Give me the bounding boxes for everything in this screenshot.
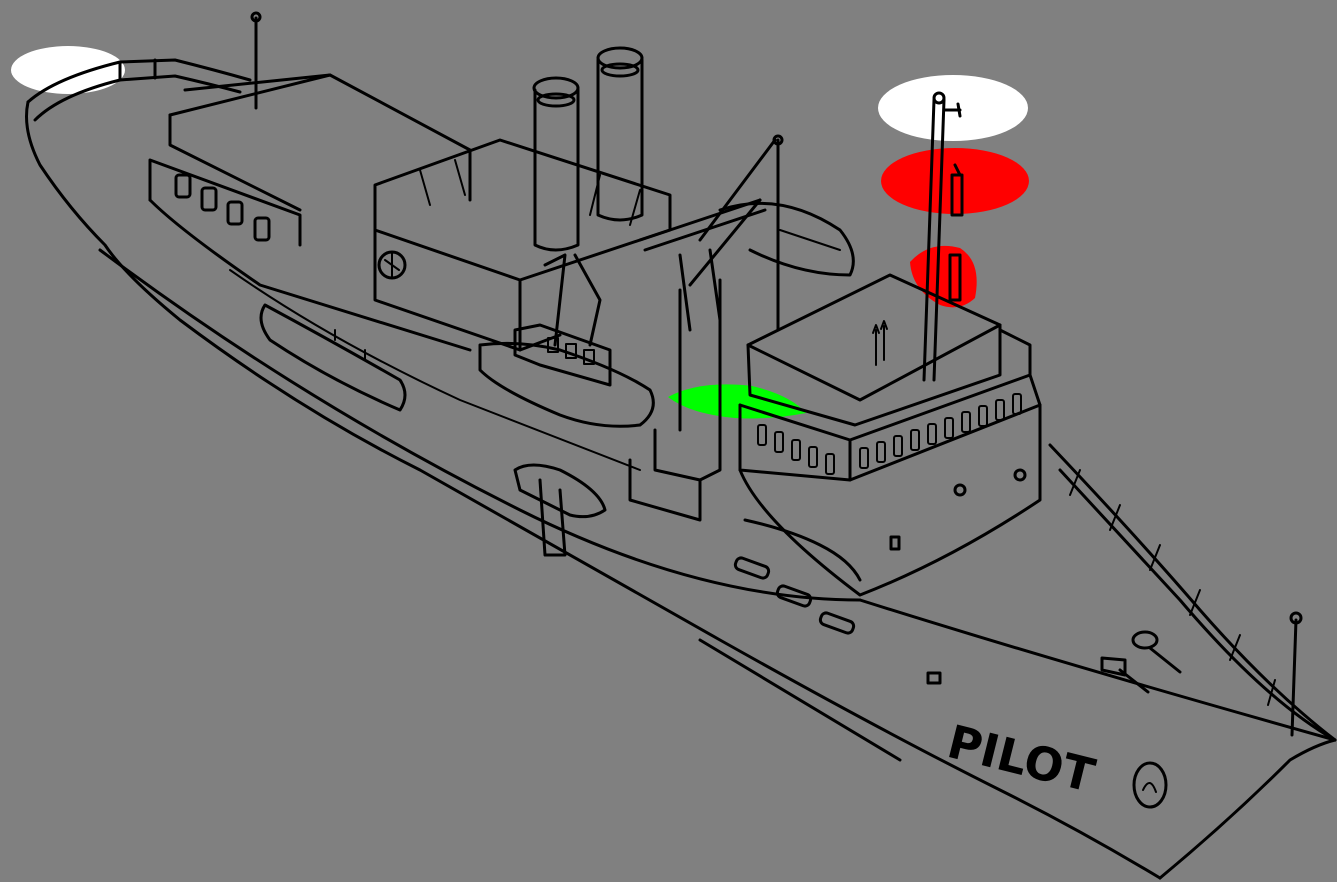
lifeboat <box>478 253 655 428</box>
stern-light <box>11 46 125 94</box>
central-superstructure <box>373 138 672 352</box>
funnels <box>532 46 644 252</box>
wheelhouse <box>738 273 1042 597</box>
wheelhouse-windows <box>757 393 1022 475</box>
starboard-sidelight <box>668 384 806 419</box>
main-mast <box>922 91 964 382</box>
hull-ports <box>733 518 942 685</box>
jackstaff <box>1289 611 1303 737</box>
aft-deckhouse <box>148 73 641 471</box>
upper-red-light <box>881 148 1029 214</box>
hull-name: PILOT <box>942 714 1100 803</box>
hull <box>25 58 1337 880</box>
crane <box>638 134 855 332</box>
stern-staff <box>250 11 262 110</box>
masthead-light <box>878 75 1028 141</box>
boarding-hatch <box>513 278 722 557</box>
windlass <box>1100 630 1182 694</box>
